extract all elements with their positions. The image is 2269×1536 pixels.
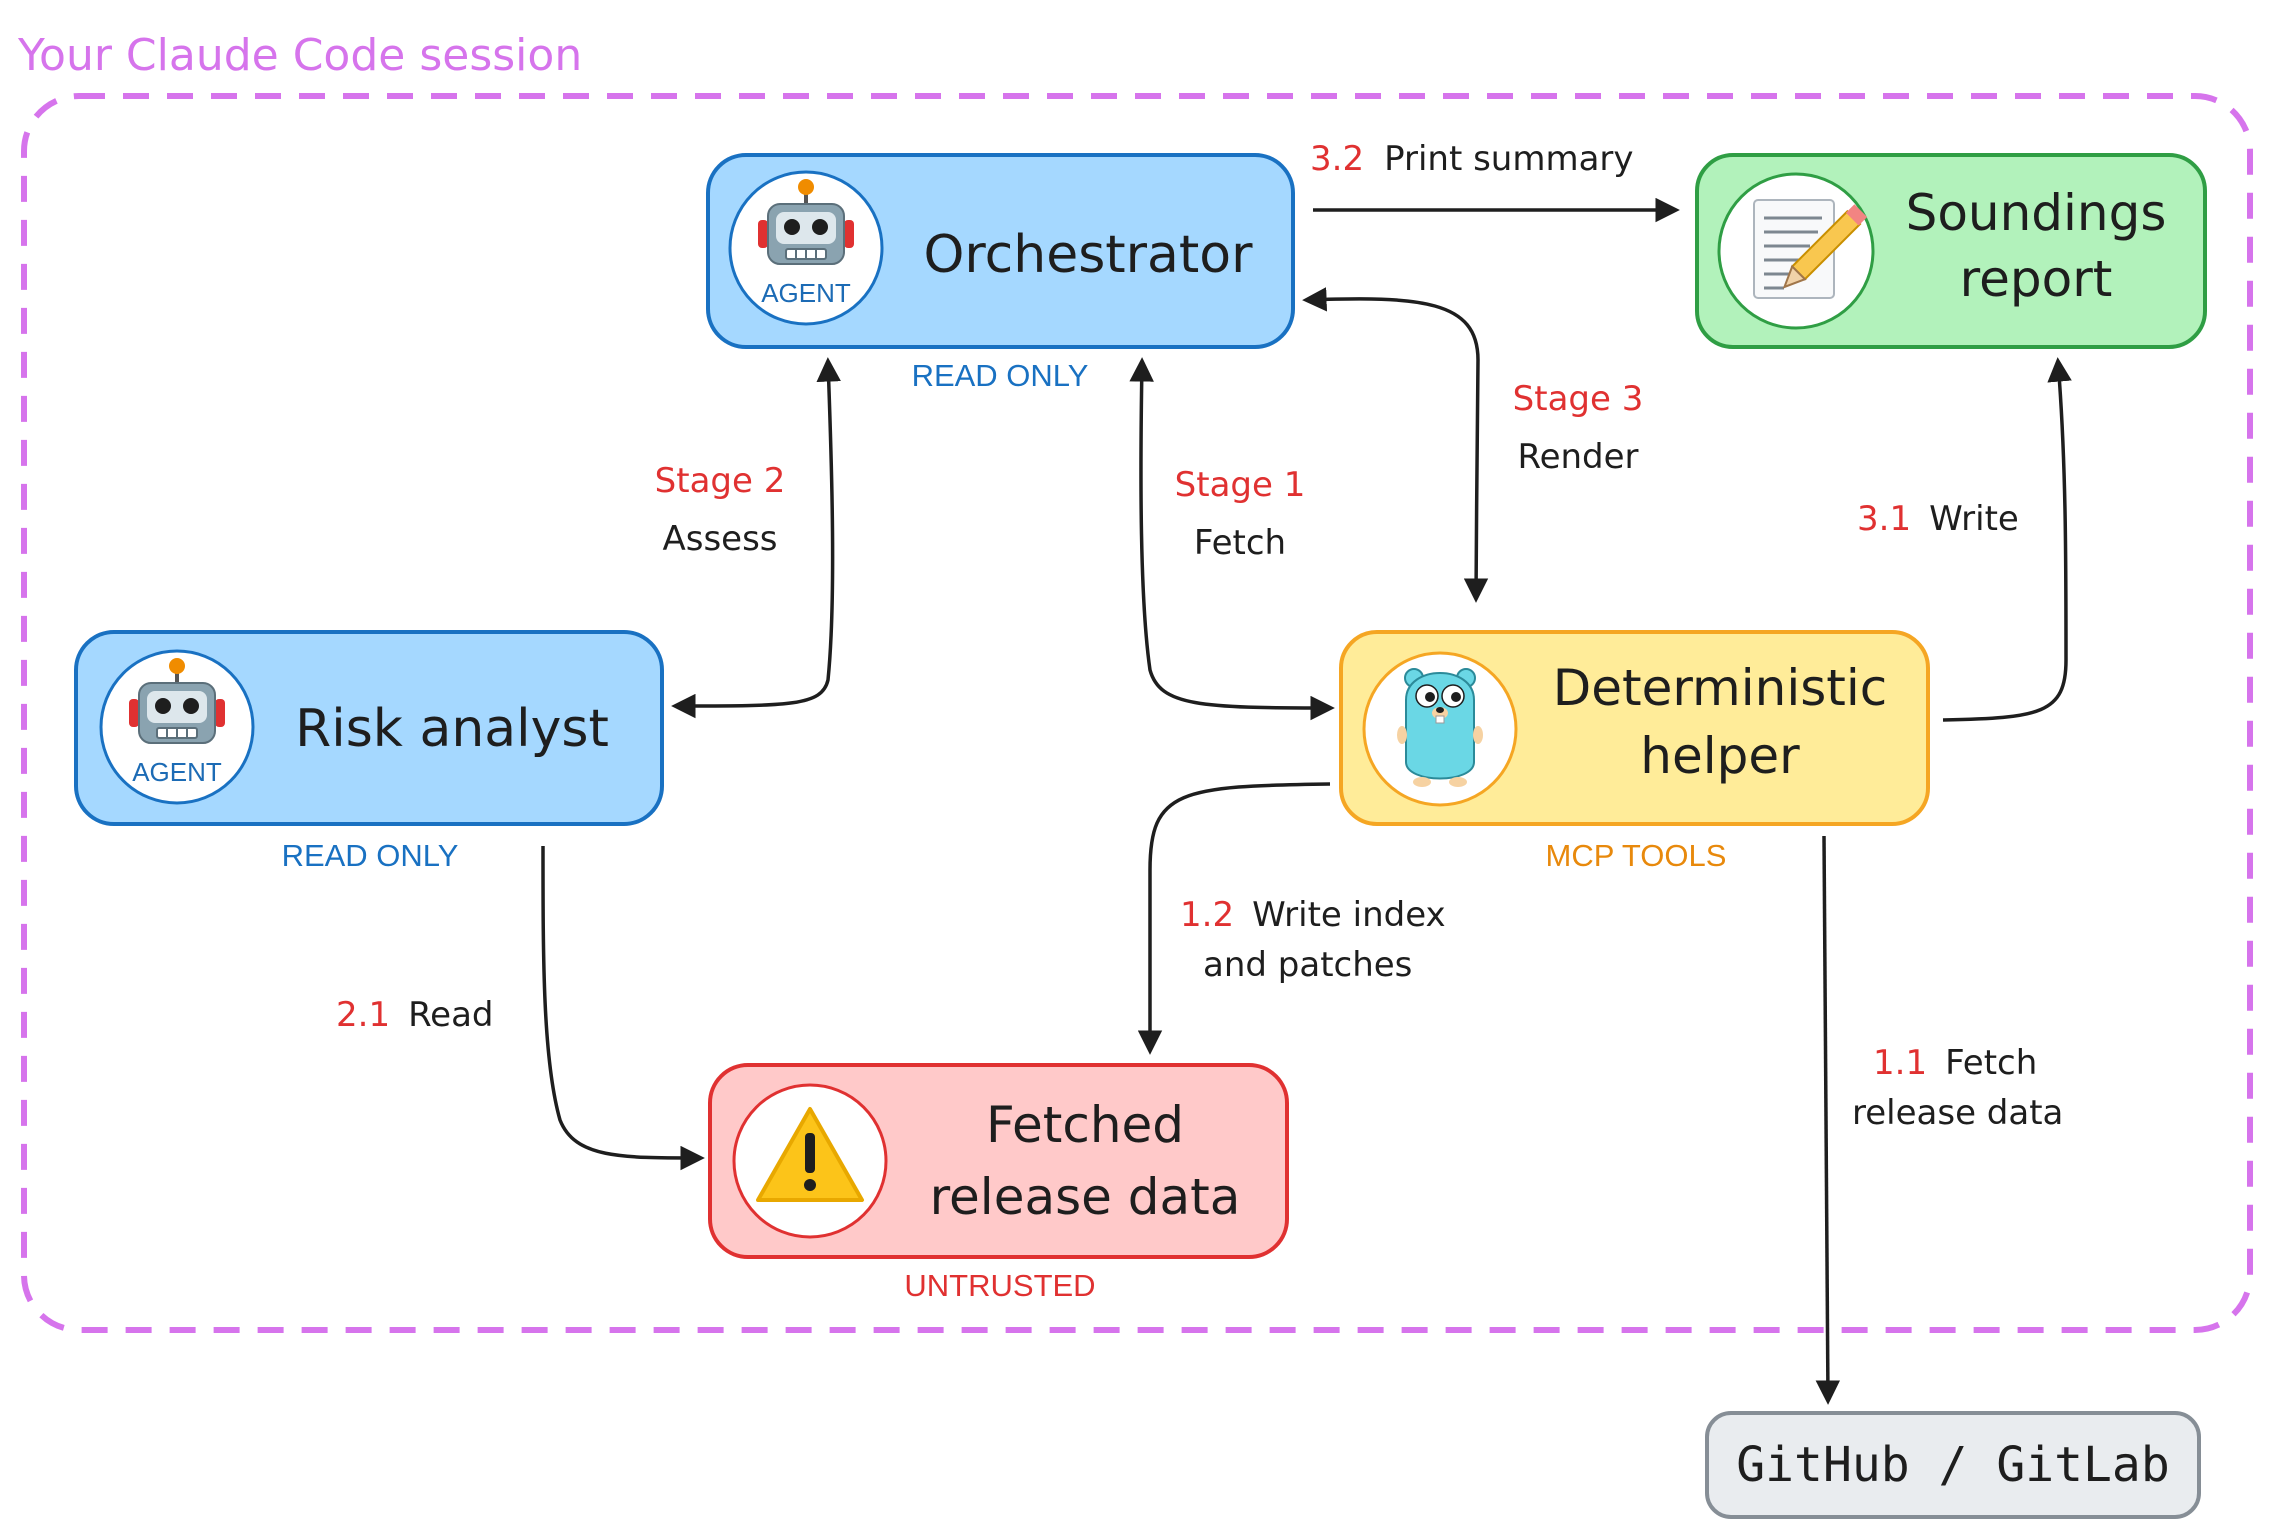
node-deterministic-helper[interactable]: Deterministic helper (1339, 630, 1930, 826)
label-stage3-stage: Stage 3 (1513, 379, 1644, 419)
orchestrator-caption: READ ONLY (912, 358, 1089, 393)
report-title-line2: report (1960, 250, 2113, 308)
label-stage1-stage: Stage 1 (1175, 465, 1306, 505)
helper-caption: MCP TOOLS (1546, 838, 1727, 873)
label-stage2-stage: Stage 2 (655, 461, 786, 501)
edge-fetch-release (1815, 835, 1841, 1405)
fetched-caption: UNTRUSTED (904, 1268, 1095, 1303)
label-stage3-text: Render (1517, 437, 1638, 477)
node-orchestrator[interactable]: AGENT Orchestrator (706, 153, 1295, 349)
github-gitlab-title: GitHub / GitLab (1736, 1437, 2169, 1493)
helper-title-line1: Deterministic (1553, 659, 1888, 717)
orchestrator-badge: AGENT (761, 278, 851, 308)
edge-write-index (1137, 782, 1331, 1055)
edge-stage2 (671, 357, 841, 719)
orchestrator-title: Orchestrator (923, 225, 1253, 285)
edge-stage1 (1129, 357, 1335, 721)
risk-analyst-caption: READ ONLY (282, 838, 459, 873)
session-title: Your Claude Code session (17, 30, 582, 81)
label-stage1-text: Fetch (1194, 523, 1286, 563)
node-soundings-report[interactable]: Soundings report (1695, 153, 2207, 349)
risk-analyst-badge: AGENT (132, 757, 222, 787)
risk-analyst-title: Risk analyst (295, 699, 609, 759)
edge-write (1942, 357, 2072, 722)
helper-title-line2: helper (1640, 727, 1800, 785)
node-fetched-release-data[interactable]: Fetched release data (708, 1063, 1289, 1259)
edge-stage3 (1302, 287, 1489, 603)
label-fetch-release-line2: release data (1852, 1093, 2063, 1133)
edge-read (541, 845, 705, 1171)
node-github-gitlab[interactable]: GitHub / GitLab (1705, 1411, 2201, 1519)
report-title-line1: Soundings (1906, 184, 2167, 242)
fetched-title-line2: release data (930, 1168, 1241, 1226)
warning-icon (756, 1107, 864, 1202)
memo-pencil-icon (1753, 199, 1868, 299)
label-write-index-line2: and patches (1203, 945, 1412, 985)
gopher-icon (1397, 668, 1483, 787)
label-stage2-text: Assess (662, 519, 777, 559)
node-risk-analyst[interactable]: AGENT Risk analyst (74, 630, 664, 826)
session-boundary (21, 93, 2253, 1333)
fetched-title-line1: Fetched (986, 1096, 1184, 1154)
